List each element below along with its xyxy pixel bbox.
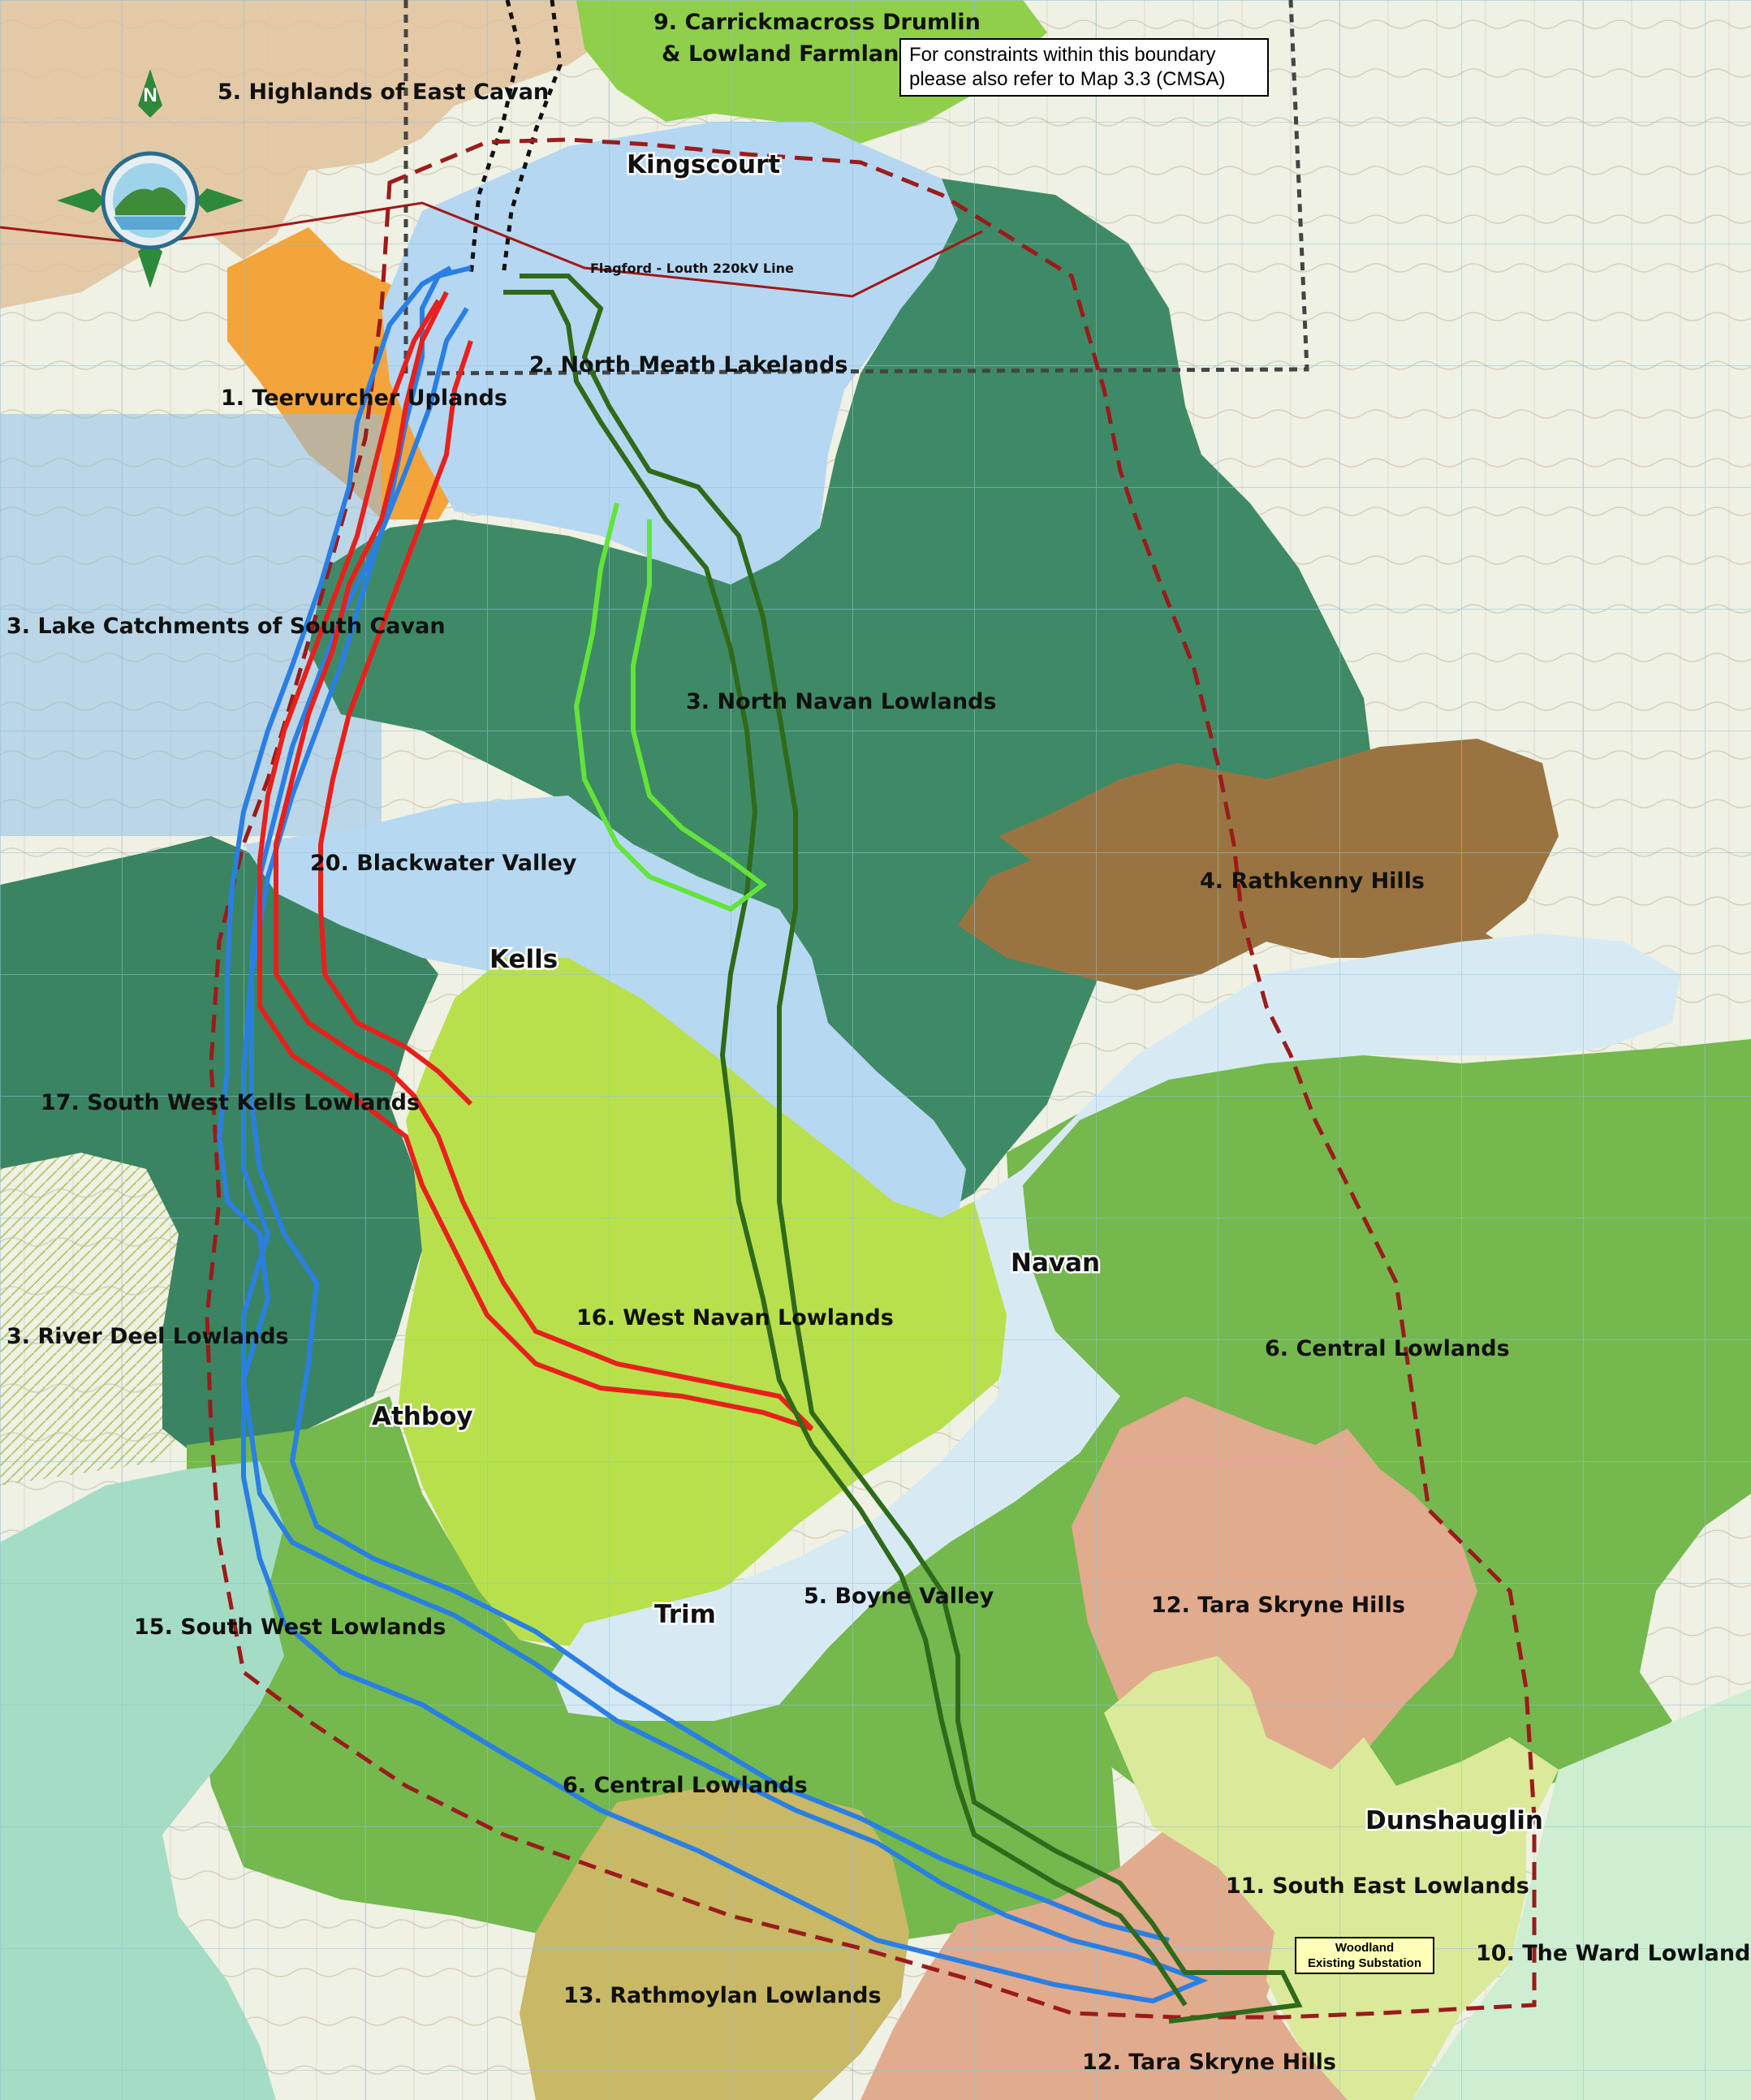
label-r1: 1. Teervurcher Uplands [221,386,507,411]
route-blue-outer [216,265,1209,2004]
cmsa-note-line1: For constraints within this boundary [909,44,1216,66]
town-kingscourt: Kingscourt [627,150,780,179]
label-r20: 20. Blackwater Valley [310,851,577,876]
label-r2: 2. North Meath Lakelands [529,352,847,377]
route-blue-inner [249,307,1170,1943]
town-navan: Navan [1011,1248,1100,1278]
town-athboy: Athboy [372,1402,473,1431]
substation-line1: Woodland [1335,1941,1395,1955]
town-kells: Kells [490,945,558,974]
label-r13: 13. Rathmoylan Lowlands [563,1983,882,2008]
label-r6a: 6. Central Lowlands [1265,1336,1510,1361]
county-boundary-2 [501,0,563,277]
compass-rose: N [57,69,244,288]
route-dark-green-outer [520,274,1303,2024]
label-r11: 11. South East Lowlands [1226,1874,1529,1899]
route-red-inner [318,340,473,1106]
town-trim: Trim [654,1600,716,1629]
label-r16: 16. West Navan Lowlands [576,1305,894,1330]
cmsa-note-line2: please also refer to Map 3.3 (CMSA) [909,68,1226,90]
label-r12a: 12. Tara Skryne Hills [1151,1593,1405,1618]
town-dunshaughlin: Dunshauglin [1365,1806,1543,1835]
route-light-green [573,502,767,912]
route-dark-green-inner [503,290,1188,2007]
label-r3a: 3. Lake Catchments of South Cavan [6,614,446,639]
cmsa-boundary [403,0,1309,376]
label-r17: 17. South West Kells Lowlands [41,1090,420,1115]
label-r9b: & Lowland Farmland [662,41,915,67]
label-r10: 10. The Ward Lowlands [1476,1941,1751,1966]
label-r3b: 3. North Navan Lowlands [686,689,996,714]
label-r3c: 3. River Deel Lowlands [6,1324,289,1349]
label-r5a: 5. Highlands of East Cavan [218,80,549,105]
label-r12b: 12. Tara Skryne Hills [1082,2050,1336,2075]
label-r6b: 6. Central Lowlands [563,1773,808,1798]
label-r9a: 9. Carrickmacross Drumlin [653,10,981,35]
cmsa-note: For constraints within this boundary ple… [899,38,1269,97]
woodland-substation-label: Woodland Existing Substation [1295,1937,1434,1974]
compass-north-letter: N [143,84,157,106]
label-r15: 15. South West Lowlands [134,1615,446,1640]
label-r5b: 5. Boyne Valley [804,1584,994,1609]
label-r4: 4. Rathkenny Hills [1200,869,1425,894]
substation-line2: Existing Substation [1307,1956,1421,1970]
power-line-label: Flagford - Louth 220kV Line [590,261,794,276]
study-area-boundary [205,137,1537,2020]
